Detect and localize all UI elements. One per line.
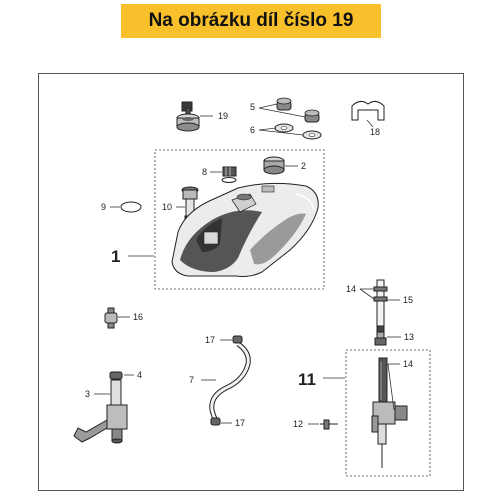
- part-number-banner: Na obrázku díl číslo 19: [121, 4, 381, 38]
- hose-fitting: [374, 331, 387, 346]
- callout-8: 8: [202, 167, 207, 177]
- manual-fuel-tap: [73, 371, 128, 444]
- callout-14-lower: 14: [403, 359, 413, 369]
- callout-6: 6: [250, 125, 255, 135]
- callout-10: 10: [162, 202, 172, 212]
- fuel-tank: [171, 182, 319, 277]
- diagram-frame: [38, 73, 464, 491]
- mounting-screw: [320, 419, 338, 430]
- o-ring: [120, 201, 142, 213]
- filler-neck-cap: [263, 156, 285, 175]
- callout-7: 7: [189, 375, 194, 385]
- fuel-hose: [209, 335, 251, 426]
- callout-4: 4: [137, 370, 142, 380]
- vacuum-fuel-tap: [371, 357, 408, 468]
- callout-19: 19: [218, 111, 228, 121]
- callout-1: 1: [111, 247, 120, 266]
- callout-14-upper: 14: [346, 284, 356, 294]
- callout-17-lower: 17: [235, 418, 245, 428]
- fuel-cap-with-key: [176, 101, 200, 132]
- hose-connector-upper: [373, 279, 388, 333]
- tank-group-box: [154, 149, 325, 290]
- callout-17-upper: 17: [205, 335, 215, 345]
- callout-3: 3: [85, 389, 90, 399]
- callout-18: 18: [370, 127, 380, 137]
- inline-fuel-filter: [104, 307, 118, 329]
- callout-15: 15: [403, 295, 413, 305]
- callout-16: 16: [133, 312, 143, 322]
- callout-2: 2: [301, 161, 306, 171]
- fuel-tap-group-box: [345, 349, 431, 477]
- mounting-bracket: [351, 100, 385, 121]
- callout-9: 9: [101, 202, 106, 212]
- callout-13: 13: [404, 332, 414, 342]
- callout-12: 12: [293, 419, 303, 429]
- filter-screen: [221, 166, 237, 183]
- callout-11: 11: [298, 370, 316, 389]
- callout-5: 5: [250, 102, 255, 112]
- banner-text: Na obrázku díl číslo 19: [148, 10, 354, 31]
